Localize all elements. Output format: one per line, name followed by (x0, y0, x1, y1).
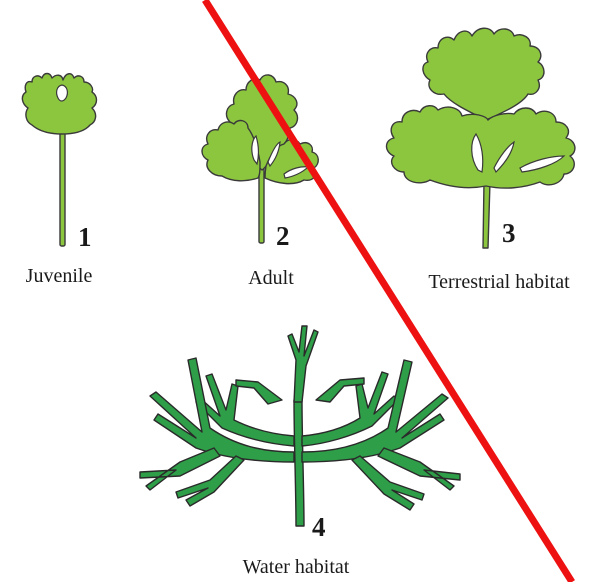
water-leaf (140, 326, 460, 526)
leaf-number-2: 2 (276, 221, 290, 251)
water-central-segment (288, 326, 318, 402)
terrestrial-leaf (387, 28, 575, 248)
water-petiole (294, 400, 304, 526)
caption-water-habitat: Water habitat (243, 556, 350, 578)
leaf-number-1: 1 (78, 222, 92, 252)
juvenile-petiole (60, 128, 65, 246)
leaf-number-3: 3 (502, 218, 516, 248)
terrestrial-central-lobe (423, 28, 544, 120)
adult-leaf (202, 75, 318, 243)
caption-adult: Adult (248, 267, 294, 289)
terrestrial-petiole (483, 182, 490, 248)
water-left-upper-segment (236, 380, 282, 404)
adult-petiole (259, 165, 264, 243)
caption-juvenile: Juvenile (26, 265, 93, 287)
leaf-number-4: 4 (312, 512, 326, 542)
juvenile-leaf (22, 74, 96, 247)
caption-terrestrial-habitat: Terrestrial habitat (428, 271, 570, 293)
juvenile-blade (22, 74, 96, 135)
juvenile-blade-gap (57, 85, 68, 101)
